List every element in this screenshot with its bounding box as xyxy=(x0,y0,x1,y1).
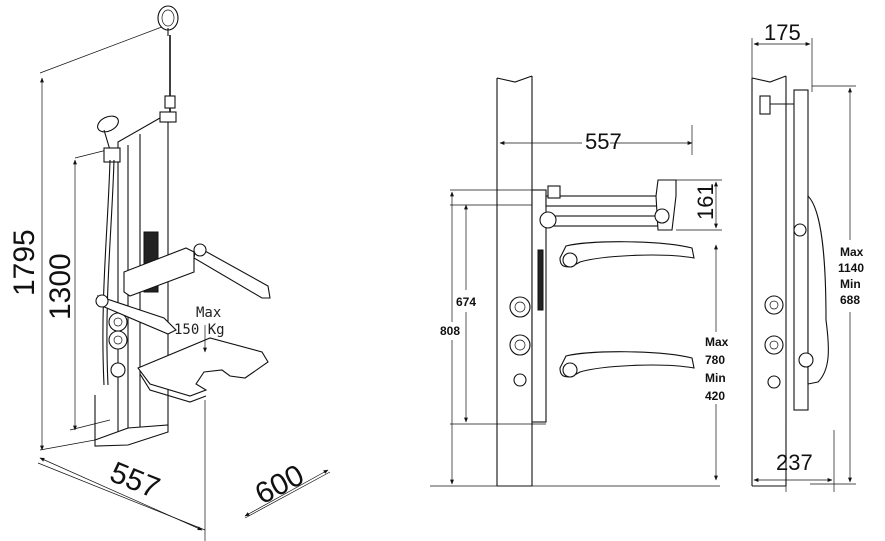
dim-depth: 600 xyxy=(250,459,310,512)
hand-shower-icon xyxy=(97,115,121,163)
backrest xyxy=(123,247,195,297)
side-range-min-value: 688 xyxy=(840,293,860,307)
dim-bottom-side: 237 xyxy=(776,450,813,475)
dim-rail-height: 1300 xyxy=(44,253,77,320)
front-valve-diverter xyxy=(513,373,527,387)
front-valve-lower xyxy=(509,334,531,356)
perspective-view: Max 150 Kg 1795 1300 557 600 xyxy=(8,5,331,541)
front-range-min-label: Min xyxy=(705,371,726,385)
side-valve-diverter xyxy=(767,375,781,389)
side-range-max-label: Max xyxy=(840,245,864,259)
dim-seat-range: 674 xyxy=(456,295,476,309)
front-range-max-label: Max xyxy=(705,335,729,349)
front-range-max-value: 780 xyxy=(705,353,725,367)
front-range-min-value: 420 xyxy=(705,389,725,403)
side-valve-upper xyxy=(764,295,784,315)
dim-line-600 xyxy=(244,469,329,517)
load-label-capacity: 150 Kg xyxy=(174,322,225,338)
dim-line-557-persp xyxy=(39,457,203,531)
wall-slab-side xyxy=(751,75,787,487)
dim-overall: 808 xyxy=(440,324,460,338)
shower-hose xyxy=(102,159,111,386)
load-label-max: Max xyxy=(196,305,221,321)
overhead-shower-head-icon xyxy=(157,5,179,36)
dim-width-perspective: 557 xyxy=(105,456,164,505)
right-armrest xyxy=(193,245,271,299)
dim-total-height: 1795 xyxy=(8,229,41,296)
side-folded-seat xyxy=(807,194,829,385)
front-seat-upper xyxy=(559,241,695,268)
side-range-max-value: 1140 xyxy=(838,261,864,275)
front-valve-upper xyxy=(509,296,531,318)
dim-width-front: 557 xyxy=(585,129,622,154)
side-valve-lower xyxy=(764,335,784,355)
front-seat-lower xyxy=(559,351,695,378)
dim-backrest: 161 xyxy=(693,183,718,220)
wall-slab-front xyxy=(496,75,533,487)
shower-seat xyxy=(137,337,269,397)
side-range-min-label: Min xyxy=(840,277,861,291)
dim-top-side: 175 xyxy=(764,20,801,45)
front-view: 557 161 Max 780 Min 420 674 808 xyxy=(430,75,729,487)
diverter-valve xyxy=(110,362,126,378)
side-view: 175 Max 1140 Min 688 237 xyxy=(751,20,870,492)
